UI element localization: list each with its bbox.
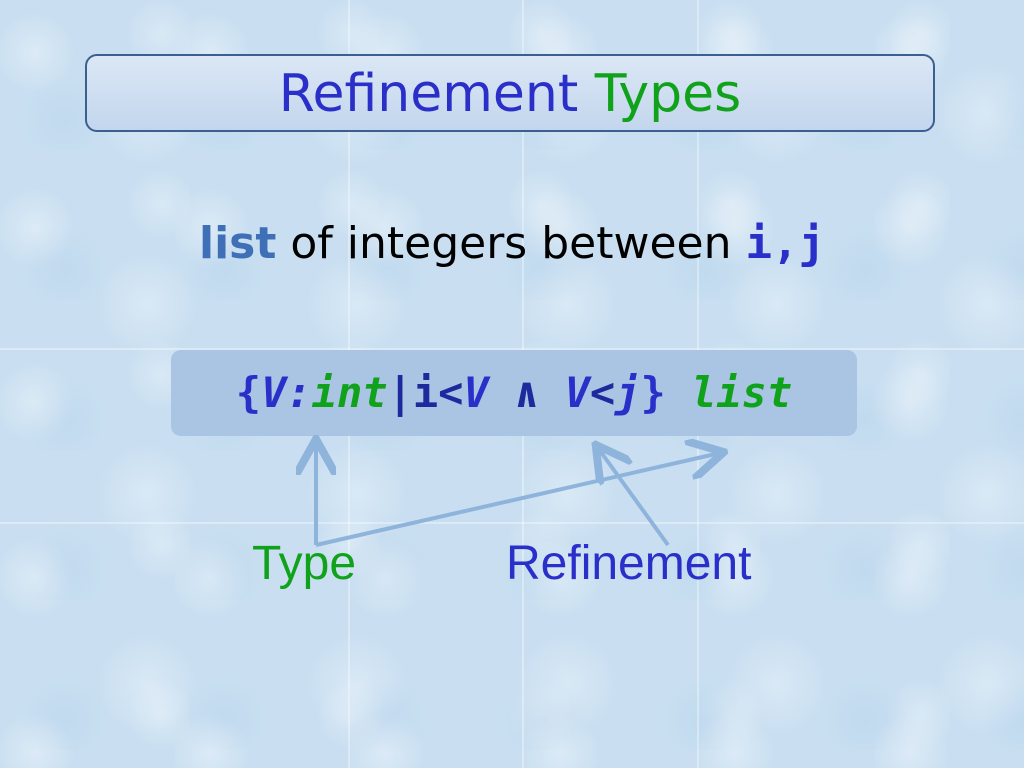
slide-subtitle: list of integers between i,j <box>0 218 1024 269</box>
refinement-type-expression: {V:int|i<V ∧ V<j} list <box>171 350 857 436</box>
background-gridline <box>0 348 1024 350</box>
code-open-brace: { <box>235 368 262 417</box>
code-var-v-2: V <box>463 368 489 417</box>
code-close-brace: } <box>640 368 666 417</box>
code-and-operator: ∧ <box>514 368 540 417</box>
code-i: i <box>412 368 439 417</box>
subtitle-vars: i,j <box>745 218 825 269</box>
code-lt-2: < <box>589 368 616 417</box>
code-var-v: V <box>261 368 287 417</box>
title-word-types: Types <box>594 64 742 124</box>
type-arrow-to-list <box>315 453 720 547</box>
code-j: j <box>615 368 641 417</box>
label-refinement: Refinement <box>506 537 752 590</box>
label-type: Type <box>252 537 357 590</box>
code-colon: : <box>286 368 312 417</box>
slide-title: Refinement Types <box>85 54 935 132</box>
title-word-refinement: Refinement <box>278 64 579 124</box>
code-lt-1: < <box>438 368 464 417</box>
subtitle-list-word: list <box>199 218 277 269</box>
code-bar: | <box>387 368 413 417</box>
code-var-v-3: V <box>564 368 590 417</box>
subtitle-middle-text: of integers between <box>290 218 732 269</box>
code-list-type: list <box>691 368 793 417</box>
background-gridline <box>0 522 1024 524</box>
refinement-arrow <box>598 448 670 547</box>
code-int-type: int <box>311 368 388 417</box>
